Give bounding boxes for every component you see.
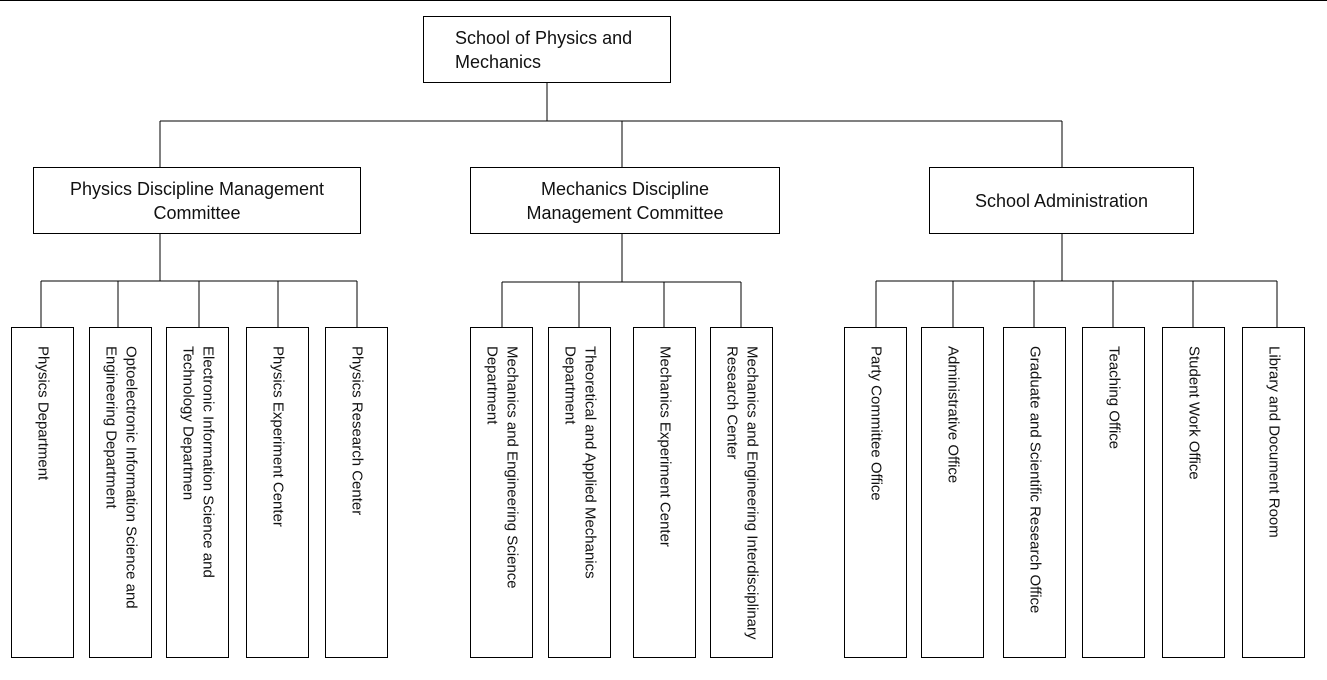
leaf-label: Physics Department (34, 346, 52, 481)
leaf-node: Theoretical and Applied Mechanics Depart… (548, 327, 611, 658)
leaf-node: Mechanics and Engineering Interdisciplin… (710, 327, 773, 658)
group-node-mechanics-committee: Mechanics Discipline Management Committe… (470, 167, 780, 234)
org-root-label: School of Physics and Mechanics (455, 27, 633, 72)
leaf-label: Mechanics and Engineering Interdisciplin… (723, 346, 761, 640)
leaf-node: Library and Document Room (1242, 327, 1305, 658)
leaf-node: Administrative Office (921, 327, 984, 658)
leaf-label: Library and Document Room (1265, 346, 1283, 538)
group-label: School Administration (974, 190, 1149, 211)
leaf-label: Electronic Information Science and Techn… (179, 346, 217, 578)
top-border-line (0, 0, 1327, 1)
leaf-label: Party Committee Office (867, 346, 885, 501)
group-label: Physics Discipline Management Committee (69, 178, 325, 223)
leaf-label: Teaching Office (1105, 346, 1123, 450)
group-node-physics-committee: Physics Discipline Management Committee (33, 167, 361, 234)
leaf-node: Student Work Office (1162, 327, 1225, 658)
leaf-label: Mechanics and Engineering Science Depart… (483, 346, 521, 589)
leaf-label: Graduate and Scientific Research Office (1026, 346, 1044, 614)
leaf-label: Student Work Office (1185, 346, 1203, 480)
leaf-node: Party Committee Office (844, 327, 907, 658)
leaf-node: Mechanics Experiment Center (633, 327, 696, 658)
leaf-label: Optoelectronic Information Science and E… (102, 346, 140, 609)
leaf-label: Administrative Office (944, 346, 962, 484)
leaf-label: Physics Experiment Center (269, 346, 287, 527)
leaf-node: Teaching Office (1082, 327, 1145, 658)
leaf-node: Electronic Information Science and Techn… (166, 327, 229, 658)
leaf-label: Mechanics Experiment Center (656, 346, 674, 547)
leaf-node: Optoelectronic Information Science and E… (89, 327, 152, 658)
leaf-node: Mechanics and Engineering Science Depart… (470, 327, 533, 658)
leaf-node: Physics Research Center (325, 327, 388, 658)
leaf-node: Graduate and Scientific Research Office (1003, 327, 1066, 658)
leaf-node: Physics Experiment Center (246, 327, 309, 658)
group-node-school-administration: School Administration (929, 167, 1194, 234)
leaf-label: Physics Research Center (348, 346, 366, 516)
org-root-node: School of Physics and Mechanics (423, 16, 671, 83)
leaf-node: Physics Department (11, 327, 74, 658)
leaf-label: Theoretical and Applied Mechanics Depart… (561, 346, 599, 579)
group-label: Mechanics Discipline Management Committe… (526, 178, 724, 223)
